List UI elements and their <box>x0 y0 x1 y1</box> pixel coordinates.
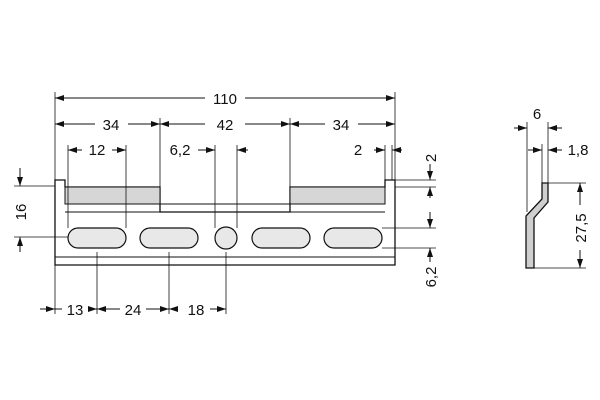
overall-width-label: 110 <box>213 91 237 108</box>
dim-segments: 34 42 34 <box>55 117 395 134</box>
middle-segment-label: 42 <box>217 117 234 134</box>
slot-offset-left-label: 13 <box>67 302 84 319</box>
side-height-label: 27,5 <box>573 213 590 242</box>
dim-right-vertical: 2 6,2 <box>382 154 440 288</box>
extension-lines <box>54 92 396 228</box>
front-view-plate <box>54 179 396 266</box>
center-hole <box>214 226 238 250</box>
dim-left-vertical: 16 <box>13 168 68 252</box>
dim-lip: 2 <box>354 142 402 159</box>
slot-4 <box>323 227 383 249</box>
dim-side-width: 6 <box>514 106 562 212</box>
slot-2 <box>139 227 199 249</box>
dim-overall-width: 110 <box>55 91 395 108</box>
slot-length-label: 12 <box>89 142 106 159</box>
lip-offset-height-label: 16 <box>13 204 30 221</box>
side-width-label: 6 <box>533 106 541 123</box>
dim-hole-diameter: 6,2 <box>170 142 248 159</box>
slot-3 <box>251 227 311 249</box>
dim-side-height: 27,5 <box>534 182 590 269</box>
dim-bottom: 13 24 18 <box>40 252 227 319</box>
dim-side-thickness: 1,8 <box>528 142 588 183</box>
hole-diameter-label: 6,2 <box>170 142 191 159</box>
slot-1 <box>67 227 127 249</box>
lip-width-label: 2 <box>354 142 362 159</box>
side-thickness-label: 1,8 <box>568 142 589 159</box>
slot-height-label: 6,2 <box>423 267 440 288</box>
slot-pitch-label: 24 <box>125 302 142 319</box>
dim-slot-length: 12 <box>68 142 126 159</box>
right-segment-label: 34 <box>333 117 350 134</box>
hole-offset-label: 18 <box>188 302 205 319</box>
left-segment-label: 34 <box>103 117 120 134</box>
side-view-profile <box>525 182 549 269</box>
lip-height-label: 2 <box>423 154 440 162</box>
